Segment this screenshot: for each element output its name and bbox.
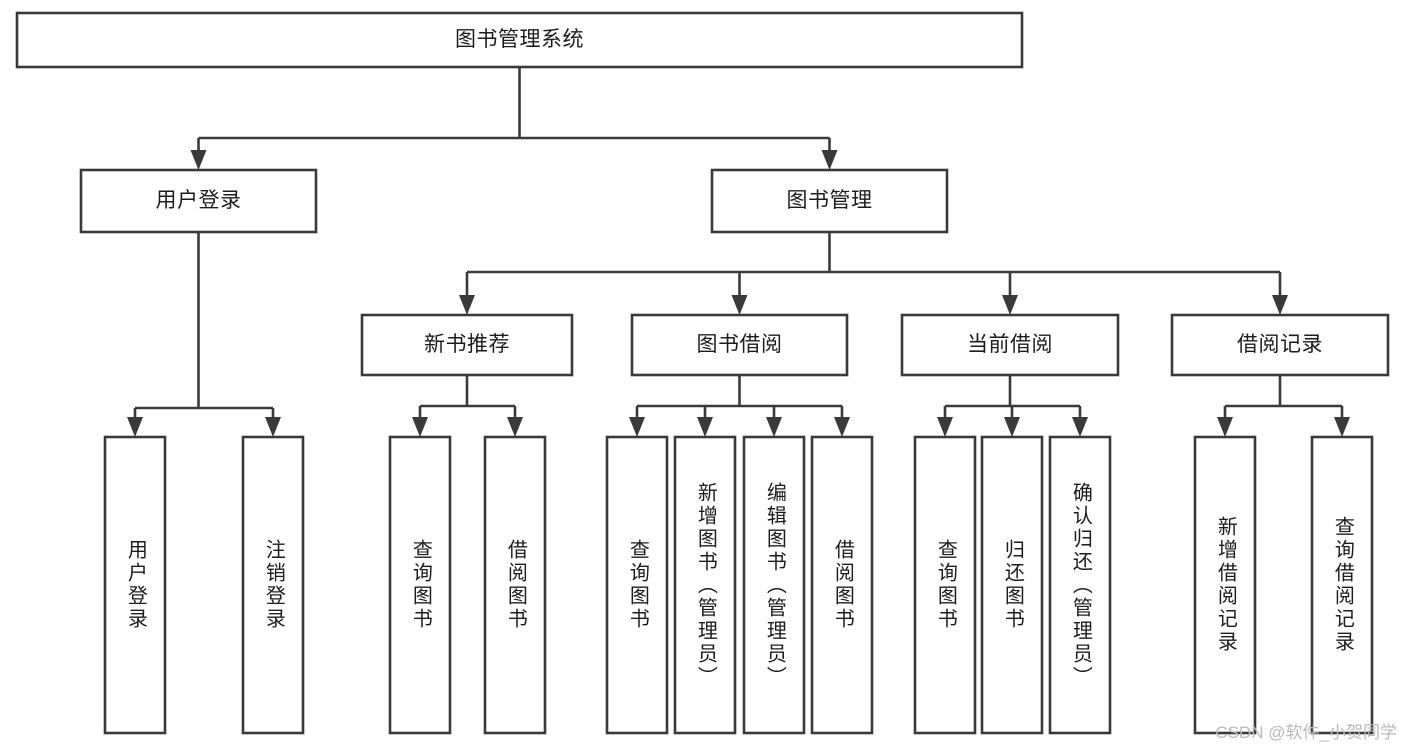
node-box-leaf-confirm-return (1048, 435, 1112, 735)
arrow-head-leaf-add-record (1217, 417, 1233, 437)
node-box-user-login (79, 168, 318, 234)
arrow-head-leaf-query-book-rec (412, 417, 428, 437)
connectors-layer (127, 67, 1350, 437)
node-box-leaf-user-login (103, 435, 167, 735)
arrow-head-book-manage (821, 150, 838, 170)
arrow-head-user-login (190, 150, 207, 170)
node-box-book-borrow (630, 313, 849, 377)
arrow-head-book-borrow (731, 295, 748, 315)
arrow-head-new-book-recommend (459, 295, 475, 315)
node-box-book-manage (710, 168, 949, 234)
arrow-head-leaf-query-record (1334, 417, 1350, 437)
arrow-head-leaf-borrow-book-rec (507, 417, 523, 437)
arrow-head-leaf-query-book-cur (937, 417, 953, 437)
node-box-leaf-add-book (673, 435, 737, 735)
arrow-head-leaf-query-book-borrow (629, 417, 645, 437)
arrow-head-leaf-confirm-return (1072, 417, 1088, 437)
node-box-leaf-logout (241, 435, 305, 735)
arrow-head-leaf-add-book (697, 417, 713, 437)
node-box-leaf-query-record (1310, 435, 1374, 735)
node-box-leaf-borrow-book (810, 435, 874, 735)
node-box-current-borrow (900, 313, 1120, 377)
arrow-head-leaf-borrow-book (834, 417, 850, 437)
node-box-leaf-return-book (980, 435, 1044, 735)
node-box-borrow-record (1170, 313, 1390, 377)
node-box-new-book-recommend (360, 313, 574, 377)
node-box-leaf-query-book-cur (913, 435, 977, 735)
arrow-head-borrow-record (1272, 295, 1288, 315)
arrow-head-leaf-user-login (127, 417, 143, 437)
arrow-head-leaf-return-book (1004, 417, 1020, 437)
arrow-head-leaf-edit-book (766, 417, 782, 437)
node-box-leaf-query-book-rec (388, 435, 452, 735)
node-box-leaf-query-book-borrow (605, 435, 669, 735)
node-box-leaf-borrow-book-rec (483, 435, 547, 735)
node-box-root (15, 11, 1024, 69)
arrow-head-current-borrow (1002, 295, 1018, 315)
node-box-leaf-edit-book (742, 435, 806, 735)
node-boxes-layer (15, 11, 1390, 735)
arrow-head-leaf-logout (265, 417, 281, 437)
node-box-leaf-add-record (1193, 435, 1257, 735)
